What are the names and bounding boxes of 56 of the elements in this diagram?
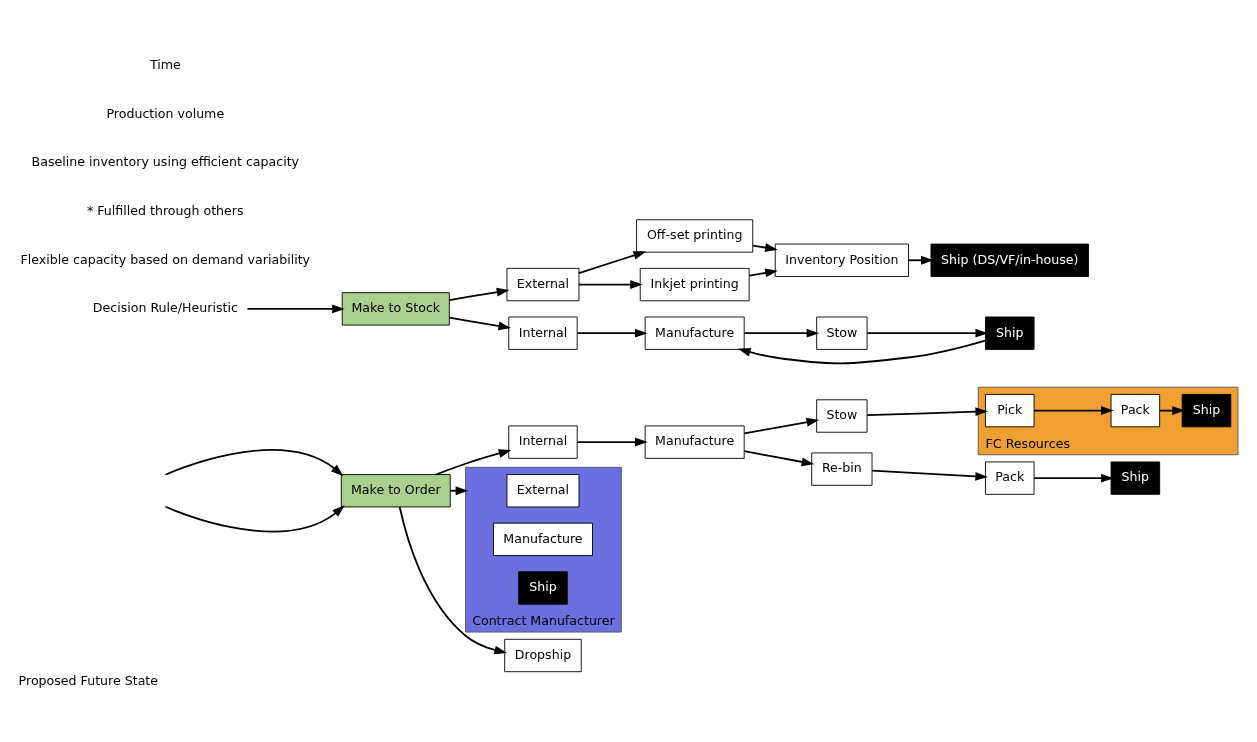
node-box: Inkjet printing — [639, 267, 750, 302]
arrow — [578, 280, 643, 289]
arrow — [398, 506, 508, 655]
arrow — [743, 417, 820, 435]
node-box: Ship — [1181, 393, 1232, 428]
arrow — [449, 486, 469, 496]
node-box: Dropship — [504, 638, 582, 673]
arrow — [578, 251, 647, 275]
label: * Fulfilled through others — [86, 202, 244, 218]
arrow — [907, 255, 934, 265]
arrow — [866, 328, 989, 338]
node-box: Stow — [816, 316, 868, 350]
arrow — [576, 437, 648, 447]
node-box: Off-set printing — [636, 219, 754, 253]
node-box: Re-bin — [811, 452, 873, 486]
node-box: Internal — [508, 425, 578, 459]
node-box: External — [506, 267, 580, 302]
arrow — [743, 328, 820, 338]
arrow — [165, 449, 344, 477]
arrow — [743, 450, 815, 467]
node-box: Inventory Position — [774, 243, 909, 277]
arrow — [866, 407, 989, 417]
node-box: Ship (DS/VF/in-house) — [930, 243, 1089, 277]
node-box: Manufacture — [644, 425, 745, 459]
node-box: Ship — [985, 316, 1035, 350]
caption: Proposed Future State — [18, 673, 159, 689]
arrow — [448, 316, 512, 331]
arrow — [871, 469, 988, 481]
arrow — [1033, 473, 1114, 483]
node-box: Make to Order — [340, 474, 451, 508]
arrow — [752, 243, 778, 252]
node-box: Ship — [518, 571, 568, 605]
arrow — [1033, 406, 1114, 416]
arrow — [576, 328, 648, 338]
node-text: Decision Rule/Heuristic — [92, 300, 238, 316]
arrow — [737, 339, 987, 365]
arrow — [165, 505, 345, 533]
node-box: Manufacture — [644, 316, 745, 350]
node-box: Make to Stock — [341, 292, 450, 326]
node-box: Pack — [1110, 393, 1161, 428]
label: Time — [149, 57, 181, 73]
node-box: Internal — [508, 316, 578, 350]
arrow — [246, 304, 345, 314]
arrow — [435, 449, 512, 476]
node-box: Pick — [985, 393, 1035, 428]
node-box: Stow — [816, 399, 868, 433]
label: Baseline inventory using efficient capacity — [31, 154, 300, 170]
label: Production volume — [106, 105, 225, 121]
arrow — [748, 268, 778, 278]
node-box: Ship — [1110, 461, 1161, 495]
label: Flexible capacity based on demand variability — [20, 251, 311, 267]
arrow — [1158, 406, 1185, 416]
node-box: Manufacture — [493, 522, 593, 556]
arrow — [448, 287, 510, 301]
node-box: External — [506, 474, 580, 508]
node-box: Pack — [985, 461, 1035, 495]
